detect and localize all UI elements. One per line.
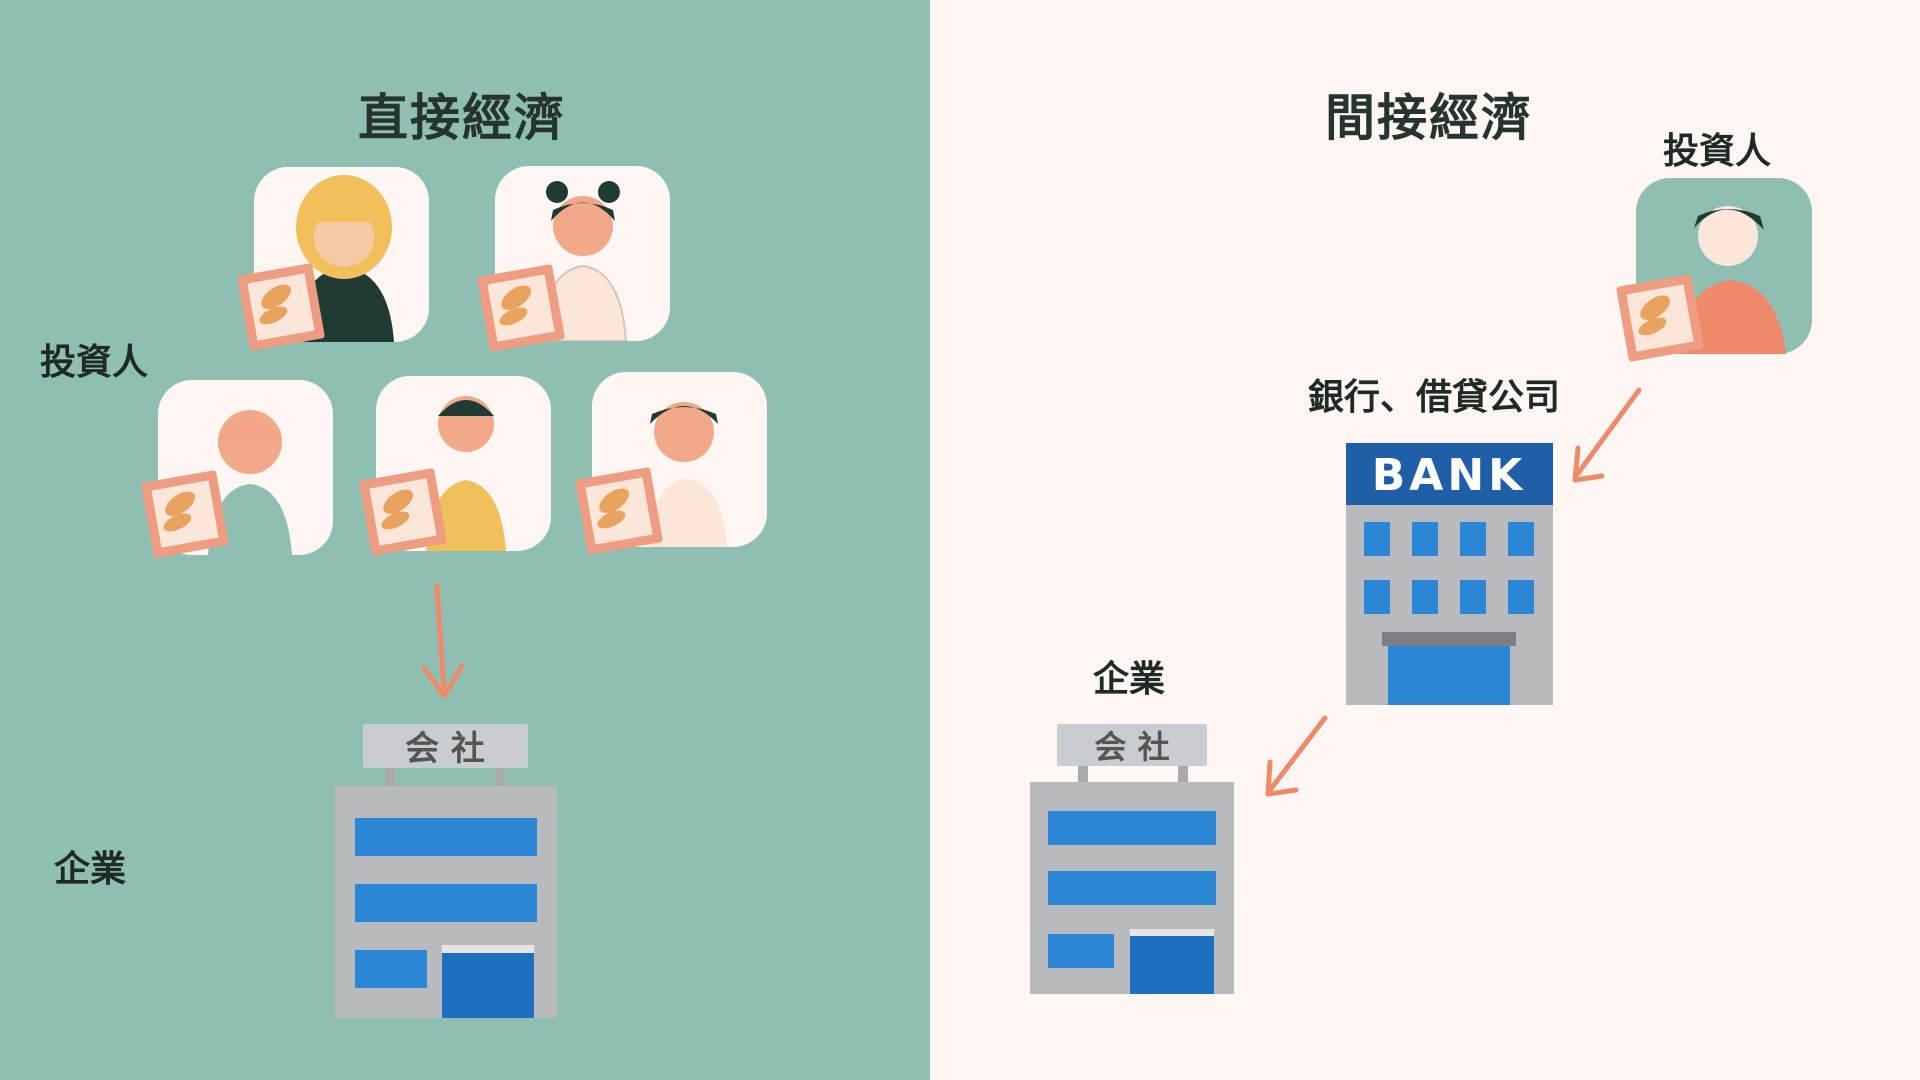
investment-document-icon <box>1615 273 1705 363</box>
investment-document-icon <box>358 467 448 557</box>
indirect-flow-arrows <box>1265 387 1642 797</box>
company-sign-text: 会 社 <box>405 729 485 769</box>
investment-document-icon <box>574 466 664 556</box>
bank-to-company-arrow-icon <box>1265 715 1328 797</box>
company-sign-text: 会 社 <box>1094 728 1169 766</box>
bank-sign-text: BANK <box>1372 450 1527 501</box>
direct-economy-title: 直接經濟 <box>358 89 566 147</box>
bank-building-icon: BANK <box>1346 443 1553 705</box>
investment-document-icon <box>476 263 566 353</box>
indirect-company-building-icon: 会 社 <box>1030 724 1234 994</box>
direct-economy-panel: 直接經濟 投資人 企業 <box>0 0 930 1080</box>
investor-avatar-icon <box>1676 206 1786 354</box>
direct-company-label: 企業 <box>54 849 127 890</box>
indirect-company-label: 企業 <box>1093 659 1166 700</box>
indirect-investor-label: 投資人 <box>1663 131 1772 172</box>
investor-avatar-icon <box>426 396 506 551</box>
investment-document-icon <box>236 262 326 352</box>
investor-to-bank-arrow-icon <box>1572 387 1642 483</box>
investment-document-icon <box>140 469 230 559</box>
investor-avatar-icon <box>647 402 727 547</box>
indirect-economy-panel: 間接經濟 投資人 銀行、借貸公司 企業 BANK 会 社 <box>930 0 1920 1080</box>
direct-investor-label: 投資人 <box>40 342 149 383</box>
investor-avatar-icon <box>208 410 292 555</box>
indirect-economy-title: 間接經濟 <box>1325 89 1533 147</box>
indirect-investor-card <box>1636 178 1812 354</box>
bank-label: 銀行、借貸公司 <box>1308 377 1561 418</box>
